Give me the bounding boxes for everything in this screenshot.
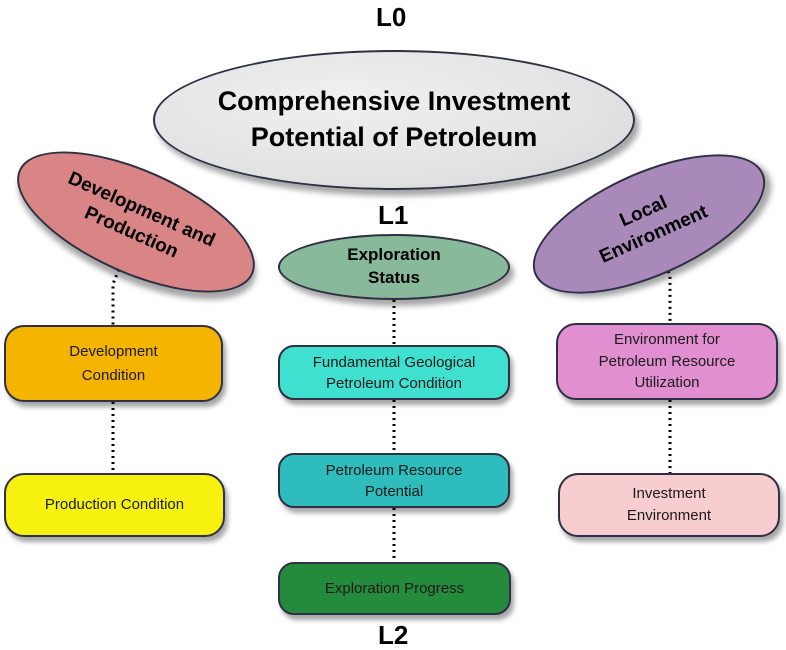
root-node-label: Comprehensive Investment Potential of Pe… bbox=[217, 86, 571, 152]
indicator-development-condition: Development Condition bbox=[4, 325, 223, 402]
indicator-label: Development Condition bbox=[69, 343, 158, 384]
connector-dev-prod-to-development-condition bbox=[111, 263, 123, 326]
level-label-l1: L1 bbox=[378, 200, 409, 230]
indicator-label: Production Condition bbox=[44, 496, 185, 514]
indicator-label: Investment Environment bbox=[626, 485, 712, 524]
criterion-exploration-status: Exploration Status bbox=[278, 234, 510, 300]
indicator-label: Environment for Petroleum Resource Utili… bbox=[598, 330, 736, 392]
connector-local-env-to-utilization bbox=[662, 259, 672, 324]
indicator-petroleum-resource-potential: Petroleum Resource Potential bbox=[278, 453, 510, 508]
level-label-l0: L0 bbox=[376, 2, 407, 32]
indicator-label: Fundamental Geological Petroleum Conditi… bbox=[312, 353, 476, 392]
indicator-fundamental-geological-petroleum-condition: Fundamental Geological Petroleum Conditi… bbox=[278, 345, 510, 400]
root-node: Comprehensive Investment Potential of Pe… bbox=[153, 50, 635, 190]
indicator-exploration-progress: Exploration Progress bbox=[278, 562, 511, 615]
indicator-environment-for-petroleum-resource-utilization: Environment for Petroleum Resource Utili… bbox=[556, 323, 778, 400]
indicator-production-condition: Production Condition bbox=[4, 473, 225, 537]
level-label-l2: L2 bbox=[378, 620, 409, 650]
indicator-investment-environment: Investment Environment bbox=[558, 473, 780, 537]
criterion-label: Exploration Status bbox=[347, 245, 441, 287]
indicator-label: Petroleum Resource Potential bbox=[325, 461, 463, 500]
indicator-label: Exploration Progress bbox=[324, 579, 465, 597]
criterion-label: Local Environment bbox=[596, 192, 711, 268]
